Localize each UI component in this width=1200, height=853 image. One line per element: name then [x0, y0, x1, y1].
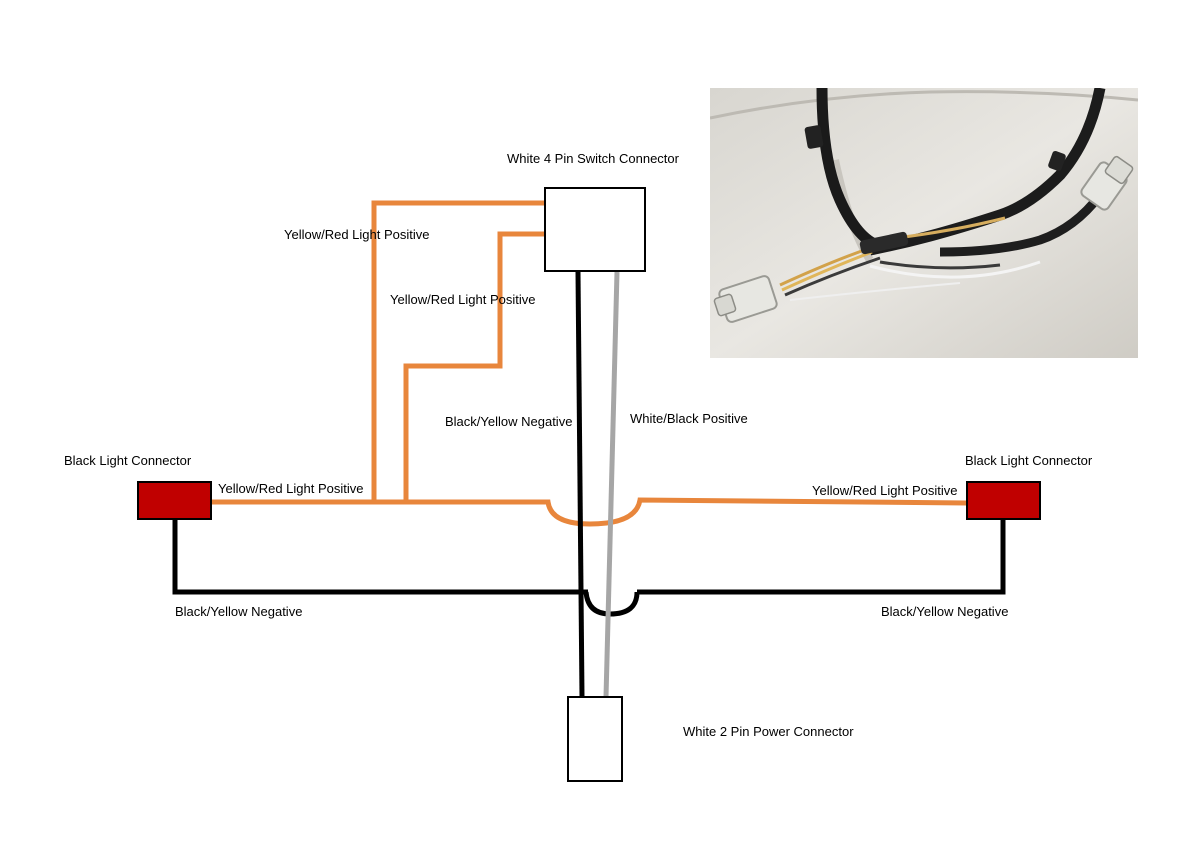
wire-white-positive: [603, 271, 620, 698]
wire-right-negative: [637, 519, 1006, 595]
left-light-connector-label: Black Light Connector: [64, 453, 192, 468]
left-positive-label: Yellow/Red Light Positive: [218, 481, 364, 496]
wiring-harness-photo: [710, 88, 1138, 358]
right-light-connector-label: Black Light Connector: [965, 453, 1093, 468]
right-light-connector-box: [966, 481, 1041, 520]
left-light-connector-box: [137, 481, 212, 520]
switch-connector-box: [544, 187, 646, 272]
wire-center-negative: [575, 271, 585, 698]
middle-positive-label: Yellow/Red Light Positive: [390, 292, 536, 307]
wire-negative-hop: [583, 591, 640, 617]
left-negative-label: Black/Yellow Negative: [175, 604, 302, 619]
white-positive-label: White/Black Positive: [630, 411, 748, 426]
wire-top-positive: [371, 200, 545, 502]
positive-wires: [211, 200, 968, 527]
power-connector-box: [567, 696, 623, 782]
right-negative-label: Black/Yellow Negative: [881, 604, 1008, 619]
wire-left-negative: [172, 519, 588, 595]
wire-middle-positive: [403, 231, 545, 502]
power-connector-label: White 2 Pin Power Connector: [683, 724, 854, 739]
center-negative-label: Black/Yellow Negative: [445, 414, 572, 429]
switch-connector-label: White 4 Pin Switch Connector: [507, 151, 680, 166]
right-positive-label: Yellow/Red Light Positive: [812, 483, 958, 498]
top-positive-label: Yellow/Red Light Positive: [284, 227, 430, 242]
wire-left-positive-trunk: [211, 497, 968, 527]
